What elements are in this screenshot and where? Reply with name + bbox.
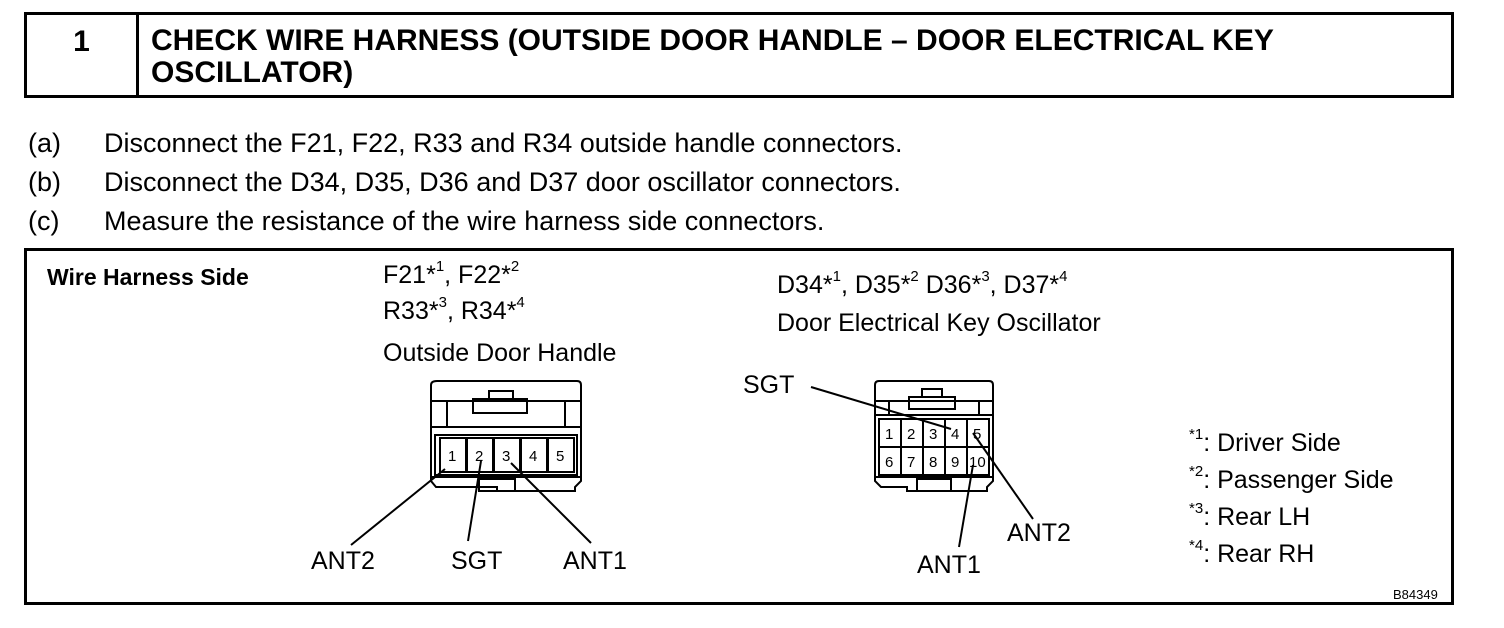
handle-pin-2: 2 <box>475 448 483 465</box>
handle-pin-4: 4 <box>529 448 537 465</box>
legend-item: *1: Driver Side <box>1189 426 1341 457</box>
osc-pin-8: 8 <box>929 454 937 471</box>
handle-connector <box>430 380 582 492</box>
step-number: 1 <box>27 15 139 95</box>
legend-item: *2: Passenger Side <box>1189 463 1394 494</box>
step-title-line1: CHECK WIRE HARNESS (OUTSIDE DOOR HANDLE … <box>151 24 1274 57</box>
connector-drawing: 1 2 3 4 5 1 2 3 <box>350 380 1034 548</box>
figure-id: B84349 <box>1393 587 1438 602</box>
legend-item: *3: Rear LH <box>1189 500 1311 531</box>
instruction-text: Disconnect the D34, D35, D36 and D37 doo… <box>104 167 901 197</box>
instruction-label: (a) <box>28 128 61 158</box>
oscillator-label-ant2: ANT2 <box>1007 519 1071 547</box>
oscillator-label-ant1: ANT1 <box>917 551 981 579</box>
osc-pin-4: 4 <box>951 426 959 443</box>
handle-connector-name: Outside Door Handle <box>383 339 617 367</box>
osc-pin-1: 1 <box>885 426 893 443</box>
osc-pin-5: 5 <box>973 426 981 443</box>
diagram-box: 1 2 3 4 5 1 2 3 <box>24 248 1454 605</box>
instruction-label: (b) <box>28 167 61 197</box>
osc-pin-7: 7 <box>907 454 915 471</box>
osc-pin-6: 6 <box>885 454 893 471</box>
instruction-a: (a) Disconnect the F21, F22, R33 and R34… <box>28 128 903 159</box>
osc-pin-2: 2 <box>907 426 915 443</box>
oscillator-connector-codes: D34*1, D35*2 D36*3, D37*4 <box>777 268 1068 299</box>
instruction-label: (c) <box>28 206 60 236</box>
oscillator-leader-lines <box>810 386 1034 548</box>
handle-pin-5: 5 <box>556 448 564 465</box>
handle-connector-codes-2: R33*3, R34*4 <box>383 294 525 325</box>
handle-pin-3: 3 <box>502 448 510 465</box>
instruction-c: (c) Measure the resistance of the wire h… <box>28 206 824 237</box>
oscillator-connector-name: Door Electrical Key Oscillator <box>777 309 1101 337</box>
legend-item: *4: Rear RH <box>1189 537 1315 568</box>
oscillator-label-sgt: SGT <box>743 371 795 399</box>
handle-label-ant1: ANT1 <box>563 547 627 575</box>
oscillator-connector <box>874 380 994 492</box>
step-header: 1 CHECK WIRE HARNESS (OUTSIDE DOOR HANDL… <box>24 12 1454 98</box>
step-title-line2: OSCILLATOR) <box>151 56 354 89</box>
handle-pin-1: 1 <box>448 448 456 465</box>
handle-label-ant2: ANT2 <box>311 547 375 575</box>
step-title: CHECK WIRE HARNESS (OUTSIDE DOOR HANDLE … <box>139 15 1451 95</box>
instruction-text: Disconnect the F21, F22, R33 and R34 out… <box>104 128 903 158</box>
handle-connector-codes-1: F21*1, F22*2 <box>383 258 520 289</box>
osc-pin-9: 9 <box>951 454 959 471</box>
osc-pin-3: 3 <box>929 426 937 443</box>
handle-leader-lines <box>350 460 592 546</box>
handle-label-sgt: SGT <box>451 547 503 575</box>
instruction-text: Measure the resistance of the wire harne… <box>104 206 825 236</box>
instruction-b: (b) Disconnect the D34, D35, D36 and D37… <box>28 167 901 198</box>
wire-harness-side-label: Wire Harness Side <box>47 264 249 290</box>
